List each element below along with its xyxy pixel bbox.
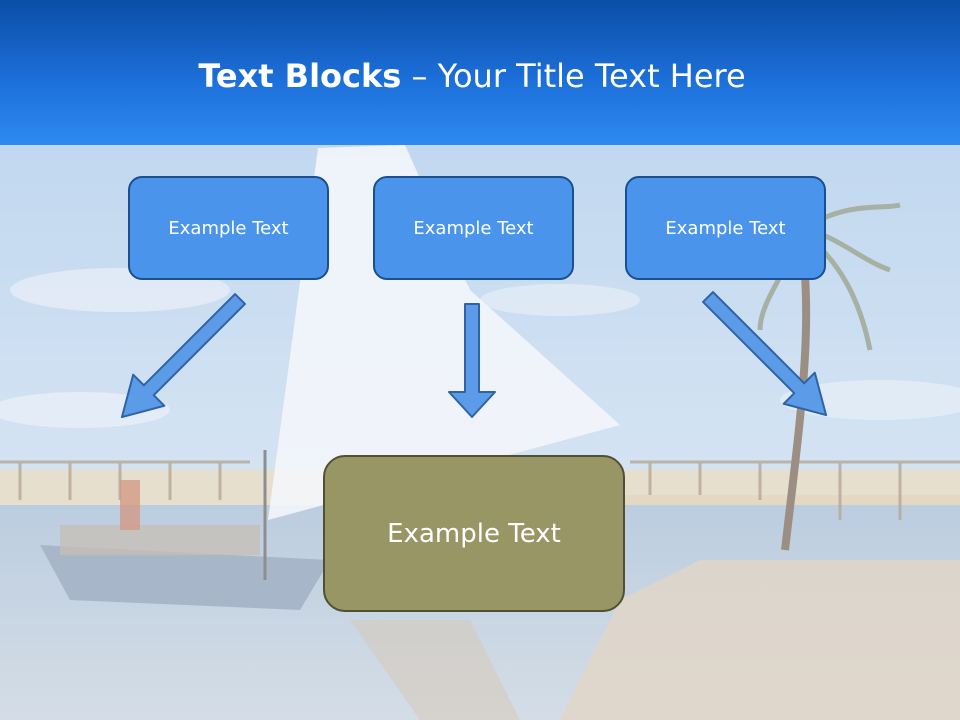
text-block-1-label: Example Text	[168, 217, 289, 239]
result-block: Example Text	[323, 455, 625, 612]
text-block-2-label: Example Text	[413, 217, 534, 239]
result-block-label: Example Text	[387, 518, 561, 549]
title-text: Your Title Text Here	[437, 57, 746, 95]
arrow-right	[702, 291, 828, 417]
title-bold-text: Text Blocks	[198, 57, 402, 95]
title-band: Text Blocks – Your Title Text Here	[0, 0, 960, 145]
text-block-2: Example Text	[373, 176, 574, 280]
text-block-1: Example Text	[128, 176, 329, 280]
text-block-3: Example Text	[625, 176, 826, 280]
title-dash: –	[401, 57, 438, 95]
arrow-center	[448, 303, 496, 418]
slide-title: Text Blocks – Your Title Text Here	[0, 56, 944, 96]
arrow-left	[120, 293, 246, 419]
text-block-3-label: Example Text	[665, 217, 786, 239]
